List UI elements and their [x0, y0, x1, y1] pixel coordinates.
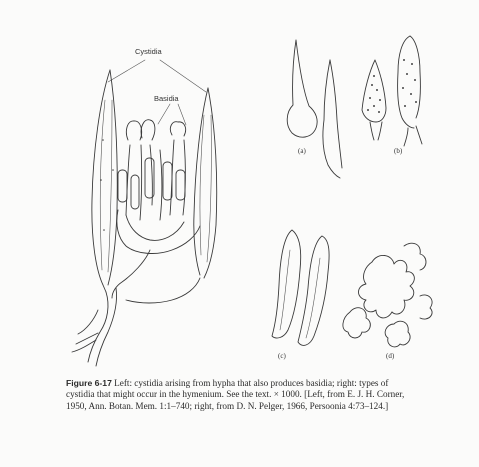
label-basidia: Basidia: [154, 94, 179, 103]
cystidia-illustration: Cystidia Basidia (a) (b) (c) (d): [0, 0, 479, 380]
label-leader-lines: [108, 60, 206, 125]
right-cystidium-drawing: [194, 88, 217, 278]
figure-b-drawing: [362, 36, 422, 146]
label-d: (d): [386, 352, 395, 360]
figure-caption: Figure 6-17 Left: cystidia arising from …: [66, 378, 416, 412]
figure-number: Figure 6-17: [66, 378, 112, 388]
caption-text: Left: cystidia arising from hypha that a…: [66, 378, 404, 411]
figure-c-drawing: [272, 230, 329, 345]
basidia-cluster-drawing: [117, 120, 200, 254]
figure-d-drawing: [343, 243, 432, 347]
label-a: (a): [298, 147, 306, 155]
label-cystidia: Cystidia: [135, 47, 163, 56]
hypha-drawing: [72, 250, 200, 366]
figure-a-drawing: [287, 40, 342, 178]
left-cystidium-drawing: [92, 70, 117, 292]
label-b: (b): [394, 147, 403, 155]
label-c: (c): [278, 352, 286, 360]
